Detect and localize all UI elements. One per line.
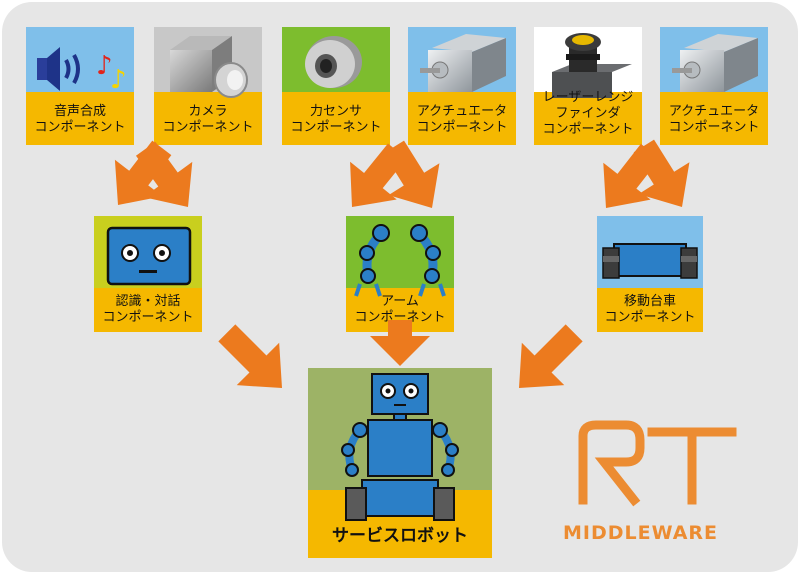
label-line: コンポーネント: [668, 120, 760, 135]
arrow-mobile-to-robot: [519, 324, 583, 388]
label-arm-component: アーム コンポーネント: [346, 294, 454, 326]
label-speech-component: 音声合成 コンポーネント: [26, 104, 134, 136]
tile-arm: [346, 216, 454, 332]
tile-speech: ♪ ♪: [26, 27, 134, 145]
label-line: コンポーネント: [416, 120, 508, 135]
label-line: 認識・対話: [115, 294, 181, 309]
tile-service-robot: [308, 368, 492, 558]
label-mobile-base-component: 移動台車 コンポーネント: [597, 294, 703, 326]
label-line: 力センサ: [309, 104, 362, 119]
label-actuator-2-component: アクチュエータ コンポーネント: [660, 104, 768, 136]
arrow-actuator1-to-arm: [383, 140, 440, 208]
label-line: コンポーネント: [542, 122, 634, 137]
range-finder-icon: [552, 33, 632, 98]
label-camera-component: カメラ コンポーネント: [154, 104, 262, 136]
label-line: アクチュエータ: [668, 104, 760, 119]
label-line: アクチュエータ: [416, 104, 508, 119]
arrow-camera-to-recognition: [135, 141, 193, 207]
tile-camera: [154, 27, 262, 145]
tile-range-finder: [534, 27, 642, 145]
label-line: コンポーネント: [604, 310, 696, 325]
label-line: コンポーネント: [34, 120, 126, 135]
arrow-arm-to-robot: [370, 320, 430, 366]
robot-arms-icon: [354, 224, 446, 297]
service-robot-icon: [341, 373, 459, 521]
label-line: レーザーレンジ: [542, 90, 634, 105]
arrows-middle-to-robot: [218, 320, 583, 388]
tile-mobile-base: [597, 216, 703, 332]
tile-force-sensor: [282, 27, 390, 145]
music-notes-icon: ♪ ♪: [96, 51, 127, 95]
label-line: コンポーネント: [102, 310, 194, 325]
mobile-base-icon: [602, 243, 698, 279]
speaker-icon: [37, 47, 80, 91]
arrows-top-to-middle: [114, 139, 690, 208]
svg-text:♪: ♪: [110, 65, 127, 95]
label-line: カメラ: [188, 104, 228, 119]
label-force-sensor-component: 力センサ コンポーネント: [282, 104, 390, 136]
arrow-actuator2-to-mobile: [633, 139, 690, 207]
motor-icon: [672, 34, 758, 92]
label-line: アーム: [381, 294, 419, 309]
tile-recognition: [94, 216, 202, 332]
label-line: ファインダ: [555, 106, 621, 121]
tile-actuator-2: [660, 27, 768, 145]
label-line: コンポーネント: [290, 120, 382, 135]
rt-logo-icon: [578, 420, 737, 507]
label-line: 移動台車: [623, 294, 676, 309]
tile-actuator-1: [408, 27, 516, 145]
camera-icon: [170, 36, 248, 98]
label-recognition-component: 認識・対話 コンポーネント: [94, 294, 202, 326]
label-line: 音声合成: [53, 104, 106, 119]
label-line: サービスロボット: [332, 526, 468, 546]
robot-head-icon: [106, 226, 192, 286]
logo-subtitle: MIDDLEWARE: [563, 522, 719, 544]
label-line: コンポーネント: [354, 310, 446, 325]
label-line: コンポーネント: [162, 120, 254, 135]
label-actuator-1-component: アクチュエータ コンポーネント: [408, 104, 516, 136]
label-service-robot: サービスロボット: [308, 526, 492, 546]
label-range-finder-component: レーザーレンジ ファインダ コンポーネント: [534, 90, 642, 138]
force-sensor-icon: [305, 36, 362, 88]
svg-text:♪: ♪: [96, 51, 113, 81]
motor-icon: [420, 34, 506, 92]
arrow-recognition-to-robot: [218, 324, 282, 388]
